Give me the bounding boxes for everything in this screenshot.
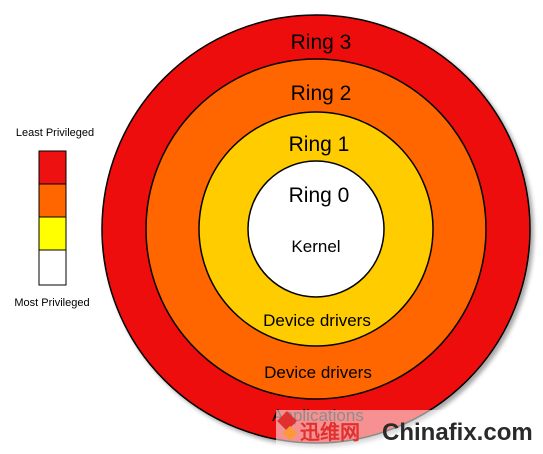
kernel-label: Kernel [291,237,340,256]
ring-2-label: Ring 2 [291,82,352,105]
ring-1-label: Ring 1 [289,133,350,156]
watermark-site-text: Chinafix.com [382,419,533,446]
legend-bottom-label: Most Privileged [14,297,89,309]
watermark-cn-text: 迅维网 [300,420,360,444]
legend-swatch-ring-3 [38,150,67,185]
ring-3-label: Ring 3 [291,31,352,54]
legend-top-label: Least Privileged [16,127,94,139]
ring-0-circle [247,160,385,298]
watermark: 迅维网 Chinafix.com [276,410,543,454]
ring-2-contents-label: Device drivers [264,363,372,382]
legend-swatch-ring-0 [38,249,67,286]
ring-1-contents-label: Device drivers [263,311,371,330]
watermark-logo-icon [277,411,297,431]
ring-0-label: Ring 0 [289,184,350,207]
legend-swatch-ring-2 [38,183,67,218]
legend-swatch-ring-1 [38,216,67,251]
